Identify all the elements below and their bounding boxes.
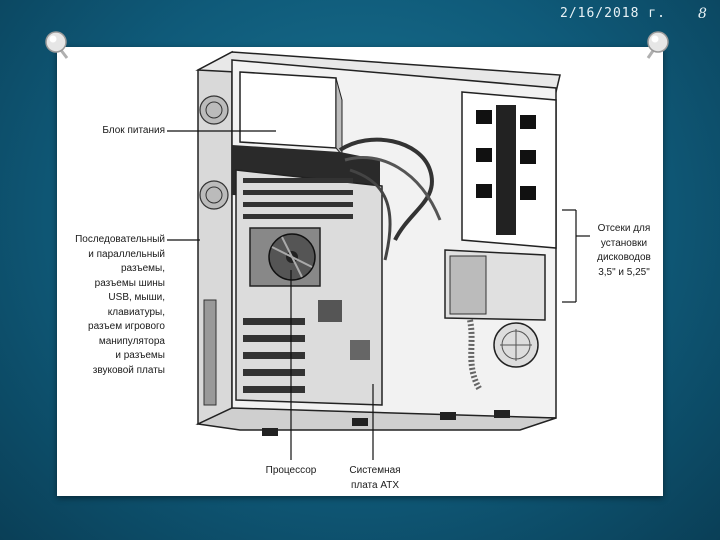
label-processor: Процессор [265, 465, 317, 476]
slide-date: 2/16/2018 г. [560, 6, 666, 21]
slide-page-number: 8 [698, 6, 707, 22]
pc-case-illustration [167, 50, 590, 460]
label-motherboard: Системная плата ATX [349, 465, 401, 491]
label-drive-bays: Отсеки для установки дисководов 3,5" и 5… [597, 223, 651, 278]
label-ports: Последовательный и параллельный разъемы,… [75, 234, 165, 376]
label-power-supply: Блок питания [102, 125, 165, 136]
pushpin-right-icon [646, 31, 669, 59]
pushpin-left-icon [45, 31, 69, 59]
